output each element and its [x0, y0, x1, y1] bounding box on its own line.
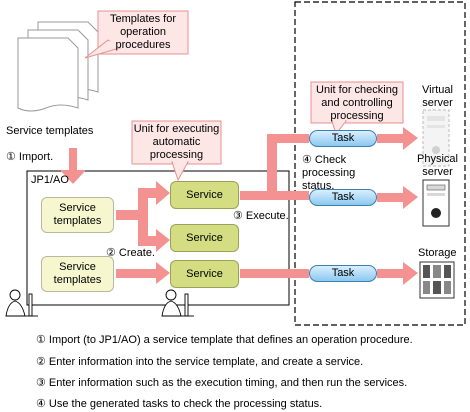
- step-description: ② Enter information into the service tem…: [36, 356, 364, 368]
- callout-executing-text: Unit for executing automatic processing: [133, 123, 220, 161]
- create-step-label: ② Create.: [106, 247, 155, 259]
- service-box: Service: [170, 260, 239, 288]
- physical-server-icon: [422, 179, 450, 227]
- service-template-box: Service templates: [41, 197, 114, 233]
- physical-server-label: Physical server: [417, 153, 458, 178]
- operator-icon-2: [161, 289, 194, 317]
- service-templates-label: Service templates: [6, 125, 94, 137]
- task-box: Task: [309, 130, 377, 147]
- storage-icon: [419, 261, 455, 299]
- document-stack-icon: [17, 21, 99, 112]
- virtual-server-label: Virtual server: [422, 84, 453, 109]
- step-description: ④ Use the generated tasks to check the p…: [36, 398, 323, 410]
- create-arrow-2: [116, 262, 170, 284]
- callout-templates-shape: [84, 10, 189, 59]
- execute-arrow-3: [240, 269, 309, 278]
- managed-resources-region: [294, 1, 466, 326]
- service-box: Service: [170, 181, 239, 209]
- execute-arrows: [240, 134, 309, 200]
- step-description: ① Import (to JP1/AO) a service template …: [36, 334, 413, 346]
- import-step-label: ① Import.: [6, 151, 54, 163]
- check-step-label: ④ Check processing status.: [302, 154, 356, 192]
- jp1ao-region: [26, 170, 290, 306]
- task-arrows: [377, 127, 418, 285]
- import-arrow: [60, 148, 86, 184]
- virtual-server-icon: [422, 109, 450, 167]
- callout-checking-text: Unit for checking and controlling proces…: [316, 84, 398, 122]
- service-box: Service: [170, 224, 239, 252]
- callout-executing-shape: [131, 120, 222, 182]
- storage-label: Storage: [418, 247, 457, 259]
- create-arrows: [116, 181, 170, 252]
- jp1ao-label: JP1/AO: [31, 174, 69, 186]
- step-description: ③ Enter information such as the executio…: [36, 377, 408, 389]
- task-box: Task: [309, 265, 377, 282]
- callout-templates-text: Templates for operation procedures: [109, 13, 177, 51]
- execute-step-label: ③ Execute.: [233, 210, 289, 222]
- operator-icon: [5, 289, 38, 317]
- task-box: Task: [309, 189, 377, 206]
- service-template-box: Service templates: [41, 256, 114, 292]
